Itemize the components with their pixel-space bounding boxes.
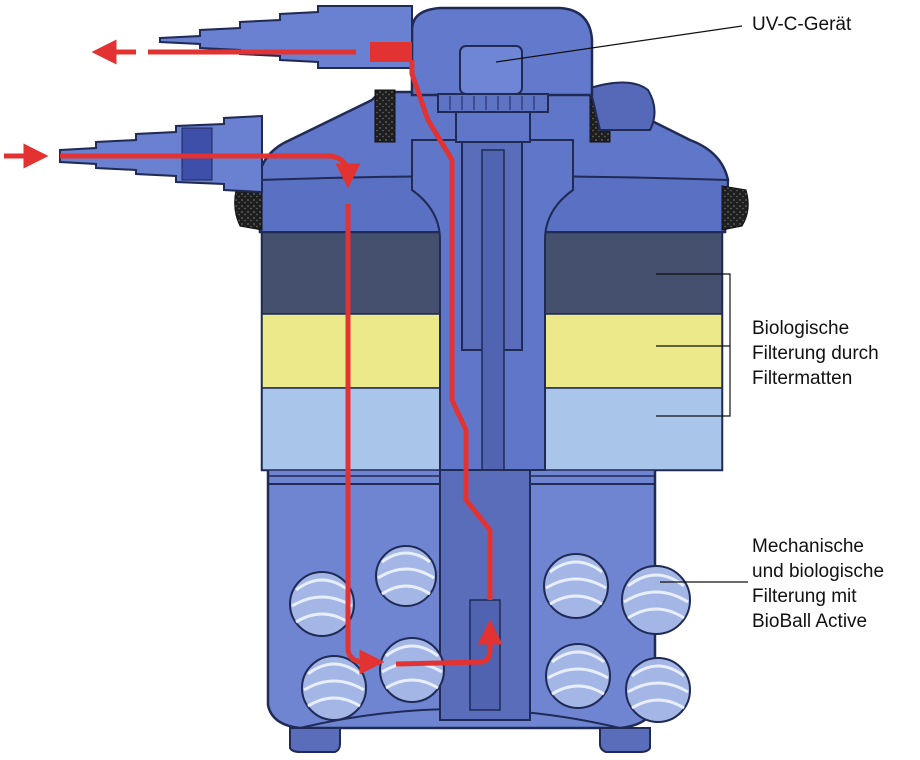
seal-left — [234, 185, 263, 231]
water-flow — [4, 39, 503, 675]
mechanical-label-line-4: BioBall Active — [752, 611, 868, 632]
housing-foot-left — [289, 727, 341, 753]
upflow-path — [409, 60, 493, 600]
biological-label-line-2: Filterung durch — [752, 343, 879, 364]
uv-callout-line — [495, 25, 743, 63]
outflow-block — [370, 42, 412, 62]
uv-device-label: UV-C-Gerät — [752, 12, 851, 37]
callout-lines — [495, 25, 748, 583]
bottom-flow-path — [395, 619, 503, 667]
bioball — [301, 655, 367, 721]
bioball — [545, 643, 611, 709]
biological-label-line-3: Filtermatten — [752, 368, 853, 389]
uv-lamp-core — [481, 149, 505, 471]
outlet-riser-pipe — [439, 469, 531, 721]
bioballs — [289, 545, 691, 723]
bioball — [289, 571, 355, 637]
housing-foot-right — [599, 727, 651, 753]
uv-housing-back — [588, 81, 656, 131]
seal-top-left — [374, 89, 396, 143]
biological-filtration-label: Biologische Filterung durch Filtermatten — [752, 316, 879, 391]
biological-bracket — [656, 273, 731, 417]
bioball — [375, 545, 437, 607]
biological-label-line-1: Biologische — [752, 318, 850, 339]
outlet-riser-inner — [469, 599, 501, 711]
downflow-path — [345, 204, 385, 675]
bioball — [543, 553, 609, 619]
mechanical-label-line-1: Mechanische — [752, 536, 864, 557]
uv-device-neck — [455, 111, 531, 143]
uv-device-ridges — [449, 96, 535, 110]
uv-device-label-text: UV-C-Gerät — [752, 14, 852, 35]
mechanical-label-line-3: Filterung mit — [752, 586, 857, 607]
uv-device-cap — [459, 45, 523, 95]
inflow-path — [60, 153, 361, 189]
seal-right — [721, 185, 749, 231]
uv-device-collar — [437, 93, 549, 113]
mechanical-label-line-2: und biologische — [752, 561, 885, 582]
bioball — [621, 565, 691, 635]
bioball — [379, 637, 445, 703]
mechanical-filtration-label: Mechanische und biologische Filterung mi… — [752, 534, 884, 634]
bioball — [625, 657, 691, 723]
